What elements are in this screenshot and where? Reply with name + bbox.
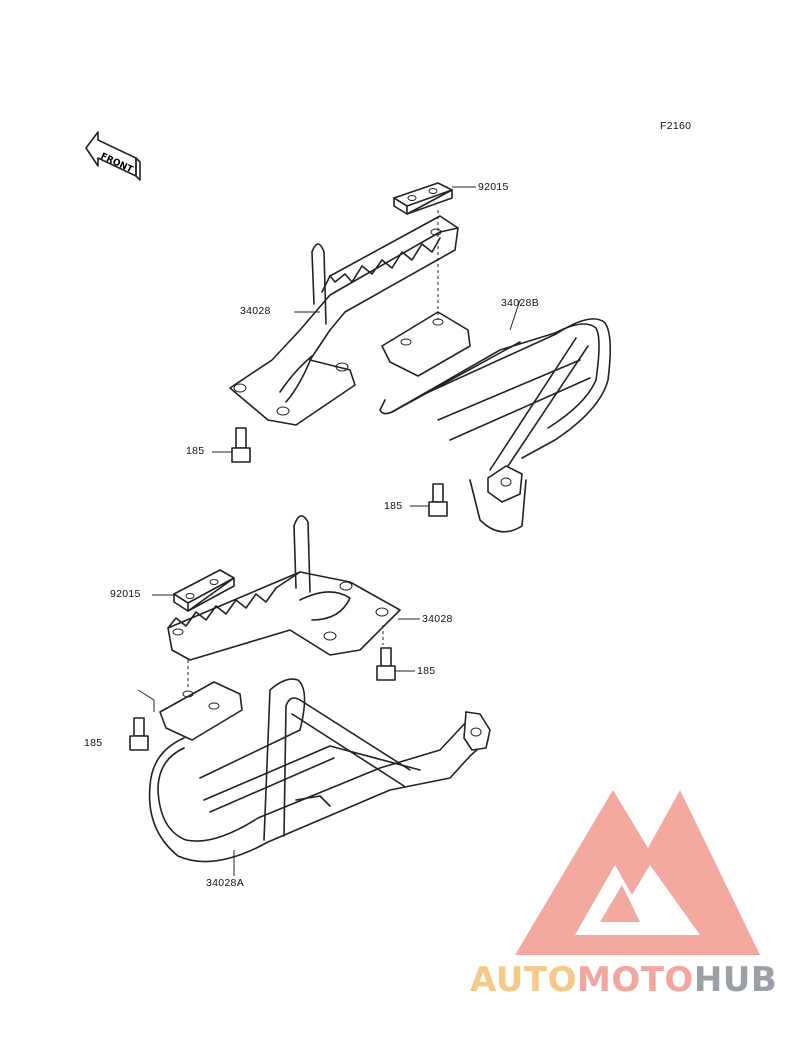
watermark-auto: AUTO [470, 960, 577, 1000]
rubber-pad-bottom [152, 569, 235, 612]
guard-bottom-left [148, 678, 491, 876]
watermark-hub: HUB [693, 960, 778, 1000]
bolt-top-right [410, 483, 448, 517]
label-step-bottom: 34028 [422, 613, 453, 625]
figure-id: F2160 [660, 120, 692, 132]
label-pad-bottom: 92015 [110, 588, 141, 600]
bolt-bottom-right [376, 647, 415, 681]
label-guard-bottom: 34028A [206, 877, 245, 889]
label-bolt-top-left: 185 [186, 445, 205, 457]
label-bolt-top-right: 185 [384, 500, 403, 512]
front-arrow-icon: FRONT [85, 131, 141, 181]
label-step-top: 34028 [240, 305, 271, 317]
bolt-bottom-left [129, 689, 155, 751]
footrest-step-top [229, 215, 459, 426]
footrest-step-bottom [167, 515, 420, 661]
watermark-text: AUTOMOTOHUB [470, 960, 777, 1000]
label-guard-top: 34028B [501, 297, 540, 309]
guard-top-right [379, 299, 612, 533]
rubber-pad-top [393, 182, 476, 215]
label-pad-top: 92015 [478, 181, 509, 193]
label-bolt-bottom-left: 185 [84, 737, 103, 749]
bolt-top-left [212, 427, 251, 463]
label-bolt-bottom-right: 185 [417, 665, 436, 677]
watermark-logo [515, 790, 760, 955]
watermark-moto: MOTO [576, 960, 694, 1000]
